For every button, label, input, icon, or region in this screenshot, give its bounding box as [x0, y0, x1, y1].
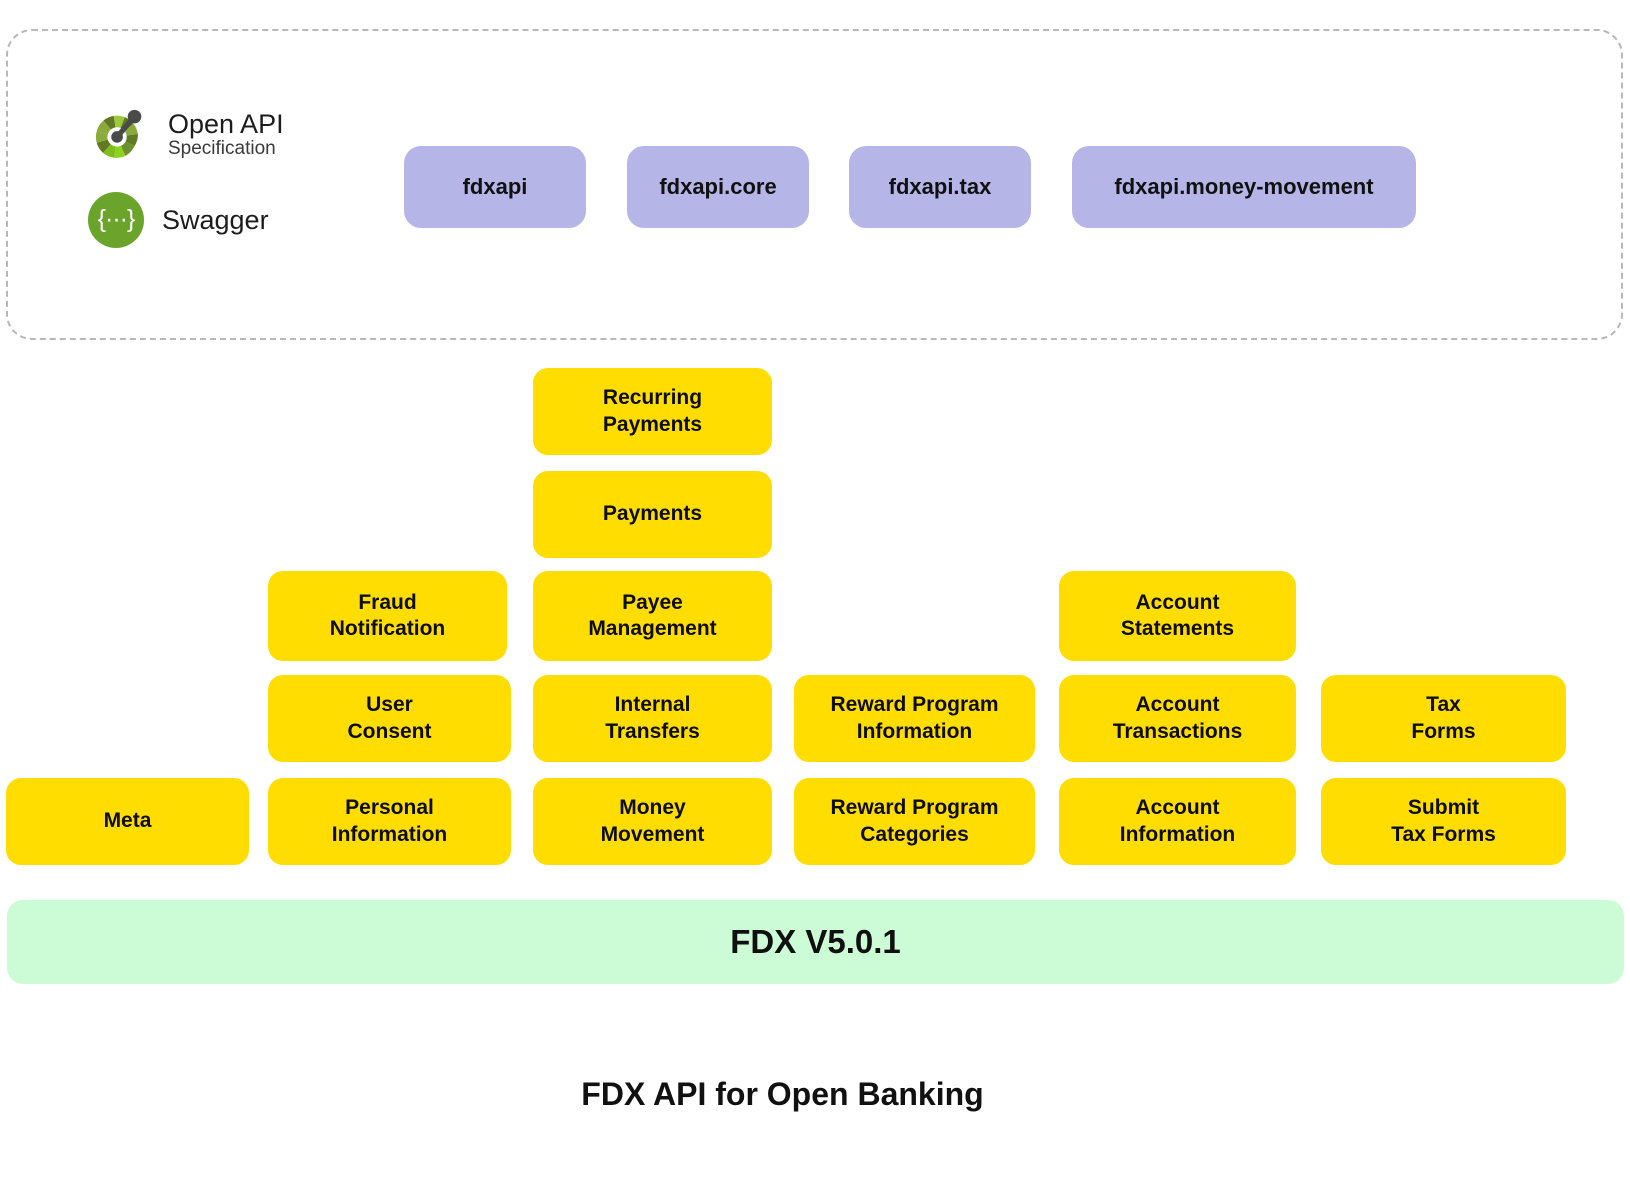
api-package-pill[interactable]: fdxapi.money-movement — [1072, 146, 1416, 228]
module-box[interactable]: Internal Transfers — [533, 675, 772, 762]
openapi-logo-icon — [88, 104, 150, 166]
module-box[interactable]: Tax Forms — [1321, 675, 1566, 762]
swagger-logo-row: {···} Swagger — [88, 192, 388, 248]
module-box[interactable]: Account Transactions — [1059, 675, 1296, 762]
openapi-title: Open API — [168, 109, 284, 140]
fdx-version-label: FDX V5.0.1 — [730, 923, 901, 960]
module-box[interactable]: Money Movement — [533, 778, 772, 865]
api-package-pill[interactable]: fdxapi.core — [627, 146, 809, 228]
swagger-label: Swagger — [162, 204, 269, 235]
openapi-subtitle: Specification — [168, 138, 276, 160]
module-box[interactable]: Fraud Notification — [268, 571, 507, 661]
module-box[interactable]: Submit Tax Forms — [1321, 778, 1566, 865]
swagger-logo-icon: {···} — [88, 192, 144, 248]
diagram-caption: FDX API for Open Banking — [581, 1076, 984, 1112]
module-box[interactable]: Account Information — [1059, 778, 1296, 865]
openapi-logo-row: Open API Specification — [88, 104, 388, 166]
module-box[interactable]: Personal Information — [268, 778, 511, 865]
api-package-pill[interactable]: fdxapi — [404, 146, 586, 228]
fdx-version-bar: FDX V5.0.1 — [7, 900, 1624, 984]
module-box[interactable]: Account Statements — [1059, 571, 1296, 661]
module-box[interactable]: User Consent — [268, 675, 511, 762]
api-package-pill[interactable]: fdxapi.tax — [849, 146, 1031, 228]
module-box[interactable]: Payments — [533, 471, 772, 558]
openapi-spec-panel: Open API Specification {···} Swagger fdx… — [6, 29, 1623, 340]
logo-block: Open API Specification {···} Swagger — [88, 104, 388, 248]
module-box[interactable]: Payee Management — [533, 571, 772, 661]
module-box[interactable]: Reward Program Categories — [794, 778, 1035, 865]
swagger-glyph: {···} — [97, 204, 136, 233]
openapi-logo-text: Open API Specification — [168, 109, 284, 160]
module-box[interactable]: Meta — [6, 778, 249, 865]
module-box[interactable]: Recurring Payments — [533, 368, 772, 455]
module-box[interactable]: Reward Program Information — [794, 675, 1035, 762]
